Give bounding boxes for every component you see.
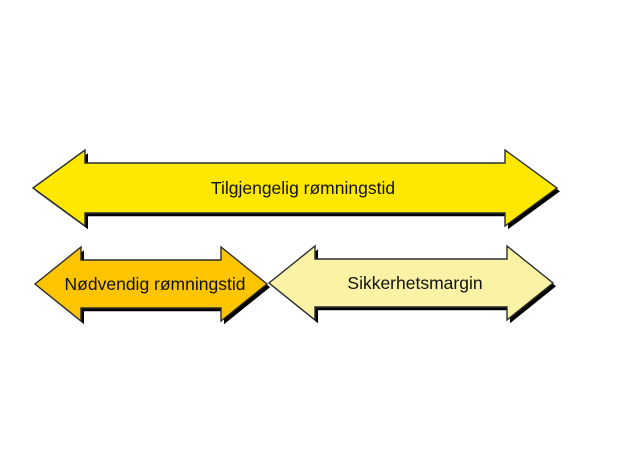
arrow-nodvendig-romningstid: Nødvendig rømningstid [33,245,270,325]
arrow-body [33,245,269,323]
arrow-sikkerhetsmargin: Sikkerhetsmargin [267,244,556,324]
arrow-label-tilgjengelig-romningstid: Tilgjengelig rømningstid [211,178,395,198]
arrow-label-nodvendig-romningstid: Nødvendig rømningstid [65,274,246,294]
arrow-body [267,244,555,322]
arrow-tilgjengelig-romningstid: Tilgjengelig rømningstid [31,148,560,230]
arrow-body [31,148,559,228]
arrow-label-sikkerhetsmargin: Sikkerhetsmargin [347,273,482,293]
